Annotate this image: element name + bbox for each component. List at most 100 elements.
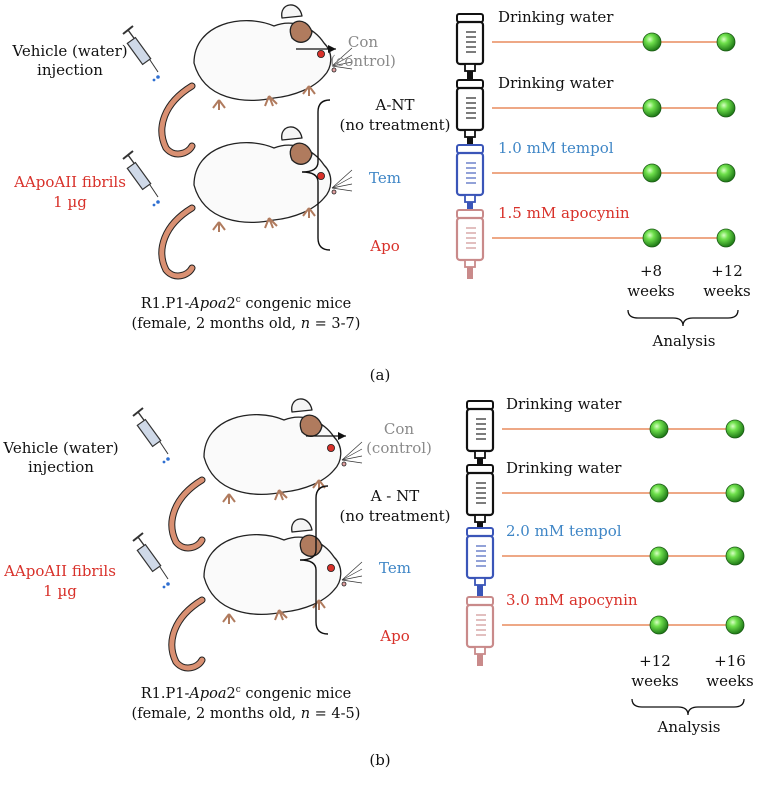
con-sublabel: (control): [366, 439, 432, 457]
drink-label: 2.0 mM tempol: [506, 522, 622, 540]
bottle-cap: [466, 400, 494, 410]
timepoint-unit: weeks: [627, 282, 674, 300]
timepoint-label: +12: [639, 652, 671, 670]
timepoint-label: +12: [711, 262, 743, 280]
timepoint-marker: [649, 546, 669, 566]
tem-label: Tem: [379, 559, 411, 577]
bottle-body: [465, 407, 495, 453]
bottle-body: [455, 20, 485, 66]
timeline-row-apo: 3.0 mM apocynin: [465, 591, 745, 666]
drink-label: Drinking water: [506, 395, 622, 413]
con-label: Con: [384, 420, 415, 438]
arrow-head-icon: [328, 45, 336, 53]
bottle-cap: [456, 13, 484, 23]
timepoint-unit: weeks: [703, 282, 750, 300]
bottle-body: [455, 86, 485, 132]
fibril-label: AApoAII fibrils: [3, 562, 116, 580]
drink-label: 3.0 mM apocynin: [506, 591, 638, 609]
apo-label: Apo: [369, 237, 399, 255]
group-brace: [299, 485, 329, 635]
timeline-row-con: Drinking water: [455, 8, 736, 83]
fibril-dose-label: 1 µg: [43, 582, 77, 600]
fibril-label: AApoAII fibrils: [13, 173, 126, 191]
bottle-spout: [477, 585, 483, 597]
mice-detail-label: (female, 2 months old, n = 3-7): [132, 316, 361, 332]
timepoint-label: +8: [640, 262, 662, 280]
fibril-dose-label: 1 µg: [53, 193, 87, 211]
syringe-icon: [132, 407, 170, 464]
bottle-body: [465, 471, 495, 517]
bottle-cap: [466, 596, 494, 606]
bottle-spout: [467, 202, 473, 214]
timepoint-marker: [725, 483, 745, 503]
timepoint-marker: [642, 98, 662, 118]
ant-label: A - NT: [370, 487, 420, 505]
drop-icon: [166, 457, 170, 461]
timepoint-marker: [649, 419, 669, 439]
bottle-cap: [466, 464, 494, 474]
mouse-ear: [299, 534, 323, 557]
syringe-needle: [159, 441, 169, 455]
timepoint-label: +16: [714, 652, 746, 670]
timepoint-marker: [649, 483, 669, 503]
bottle-spout: [467, 137, 473, 149]
bottle-body: [455, 151, 485, 197]
panel-label: (b): [369, 751, 390, 769]
bottle-cap: [466, 527, 494, 537]
vehicle-mouse: [168, 398, 363, 552]
syringe-needle: [149, 184, 159, 198]
analysis-label: Analysis: [657, 718, 721, 736]
bottle-body: [465, 603, 495, 649]
timepoint-marker: [649, 615, 669, 635]
drink-label: Drinking water: [498, 8, 614, 26]
drink-label: Drinking water: [498, 74, 614, 92]
apo-label: Apo: [379, 627, 409, 645]
timepoint-marker: [642, 228, 662, 248]
mouse-eye: [316, 171, 325, 180]
drink-label: Drinking water: [506, 459, 622, 477]
vehicle-label-line2: injection: [28, 458, 94, 476]
mouse-eye: [326, 443, 335, 452]
timeline-row-ant: Drinking water: [455, 74, 736, 149]
vehicle-mouse: [158, 4, 353, 158]
con-sublabel: (control): [330, 52, 396, 70]
panel-label: (a): [370, 366, 391, 384]
timepoint-marker: [716, 32, 736, 52]
mice-detail-label: (female, 2 months old, n = 4-5): [132, 706, 361, 722]
ant-label: A-NT: [374, 96, 414, 114]
arrow-head-icon: [338, 432, 346, 440]
bottle-cap: [456, 144, 484, 154]
syringe-barrel: [126, 161, 152, 191]
timeline-row-ant: Drinking water: [465, 459, 745, 534]
bottle-spout: [477, 654, 483, 666]
syringe-barrel: [126, 36, 152, 66]
timepoint-unit: weeks: [706, 672, 753, 690]
mouse-ear: [289, 20, 313, 43]
analysis-brace: [627, 309, 739, 327]
fibril-mouse: [158, 126, 353, 280]
mice-strain-label: R1.P1-Apoa2c congenic mice: [141, 295, 352, 312]
timepoint-marker: [642, 32, 662, 52]
mouse-ear: [289, 142, 313, 165]
timepoint-marker: [725, 419, 745, 439]
timepoint-marker: [716, 98, 736, 118]
timepoint-marker: [716, 163, 736, 183]
syringe-needle: [149, 59, 159, 73]
timepoint-marker: [642, 163, 662, 183]
ant-sublabel: (no treatment): [340, 507, 451, 525]
timeline-row-tem: 1.0 mM tempol: [455, 139, 736, 214]
syringe-icon: [122, 25, 160, 82]
timeline-row-apo: 1.5 mM apocynin: [455, 204, 736, 279]
syringe-icon: [132, 532, 170, 589]
syringe-barrel: [136, 543, 162, 573]
bottle-body: [455, 216, 485, 262]
fibril-mouse: [168, 518, 363, 672]
syringe-barrel: [136, 418, 162, 448]
syringe-needle: [159, 566, 169, 580]
timepoint-marker: [725, 615, 745, 635]
bottle-body: [465, 534, 495, 580]
drop-icon: [156, 75, 160, 79]
